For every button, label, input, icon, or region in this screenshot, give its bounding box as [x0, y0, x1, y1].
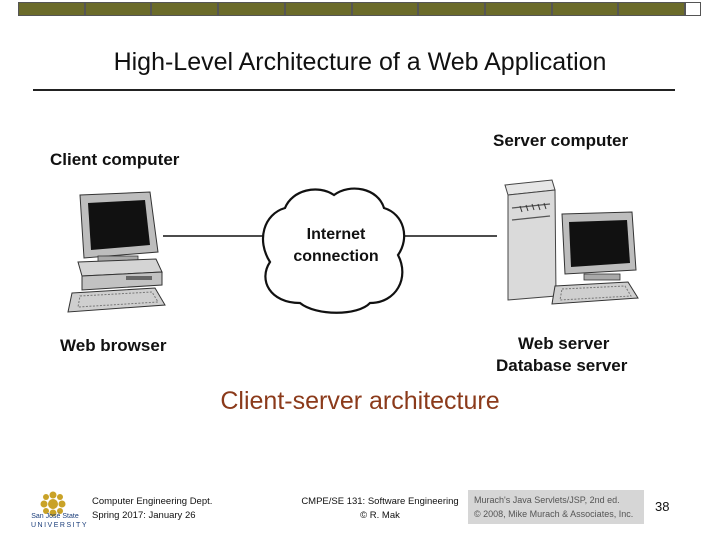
top-bar-segment [484, 2, 552, 16]
credit-line2: © 2008, Mike Murach & Associates, Inc. [474, 509, 634, 519]
footer-left: Computer Engineering Dept. Spring 2017: … [92, 495, 212, 523]
logo-text-line2: UNIVERSITY [31, 522, 89, 529]
top-bar-segment [351, 2, 419, 16]
footer-author: © R. Mak [360, 510, 400, 521]
client-computer-label: Client computer [50, 150, 180, 169]
logo-text-line1: San José State [31, 513, 79, 520]
database-server-label: Database server [496, 356, 628, 375]
footer-course: CMPE/SE 131: Software Engineering [301, 496, 459, 507]
image-credit: Murach's Java Servlets/JSP, 2nd ed. © 20… [468, 490, 644, 524]
top-bar-segment [218, 2, 285, 16]
internet-cloud-icon [261, 187, 406, 314]
top-bar-segment [84, 2, 152, 16]
web-server-label: Web server [518, 334, 610, 353]
footer-term: Spring 2017: January 26 [92, 510, 196, 521]
top-bar-segment [618, 2, 686, 16]
top-bar-segment [18, 2, 85, 16]
logo-text: San José State UNIVERSITY [31, 512, 89, 530]
web-browser-label: Web browser [60, 336, 167, 355]
client-computer-icon [67, 191, 166, 313]
cloud-label-line1: Internet [306, 226, 366, 243]
title-rule [33, 89, 675, 91]
top-decoration-bar [18, 2, 702, 16]
top-bar-segment [551, 2, 619, 16]
top-bar-end [685, 2, 702, 16]
top-bar-segment [418, 2, 485, 16]
diagram-caption: Client-server architecture [220, 387, 500, 415]
server-monitor-icon [551, 211, 639, 305]
server-computer-label: Server computer [493, 131, 629, 150]
credit-line1: Murach's Java Servlets/JSP, 2nd ed. [474, 495, 620, 505]
top-bar-segment [151, 2, 219, 16]
footer-dept: Computer Engineering Dept. [92, 496, 213, 507]
page-number: 38 [655, 499, 670, 514]
top-bar-segment [284, 2, 352, 16]
cloud-label-line2: connection [293, 248, 379, 265]
footer-center: CMPE/SE 131: Software Engineering © R. M… [282, 495, 478, 523]
slide-title: High-Level Architecture of a Web Applica… [113, 48, 607, 76]
